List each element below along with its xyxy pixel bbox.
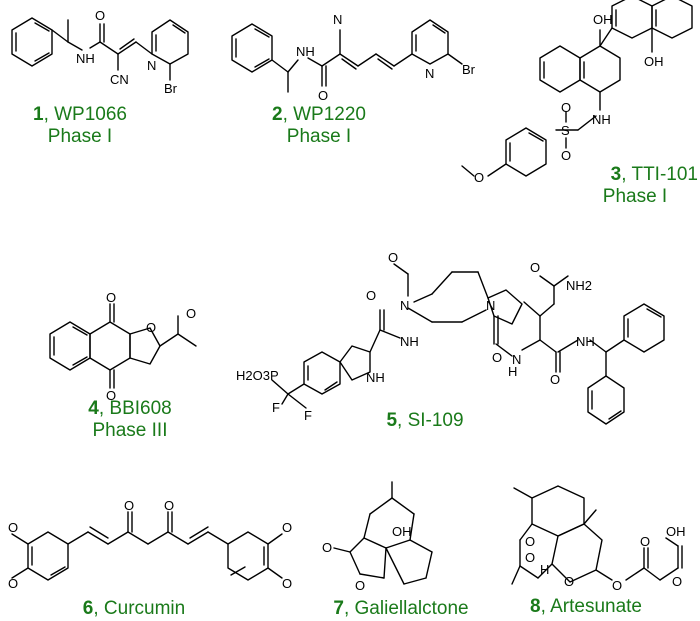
atom-h2o3p: H2O3P (236, 368, 279, 383)
compound-name: BBI608 (109, 398, 172, 419)
atom-o-methoxy: O (474, 170, 484, 185)
compound-number: 2 (271, 104, 283, 125)
caption-compound-8: 8, Artesunate (530, 596, 642, 617)
atom-cn: CN (110, 72, 129, 87)
compound-name: TTI-101 (631, 164, 698, 185)
atom-nh: NH (296, 44, 315, 59)
atom-o-lactone: O (355, 578, 365, 593)
structure-6-curcumin: O O O O O O (8, 498, 292, 591)
compound-phase: Phase I (602, 186, 668, 207)
structure-8-artesunate: O O O H O O O OH (511, 485, 686, 593)
atom-nh-benzhydryl: NH (576, 334, 595, 349)
atom-o-indole-carbonyl: O (366, 288, 376, 303)
caption-compound-1: 1, WP1066 Phase I (20, 104, 140, 148)
compound-number: 5 (386, 410, 398, 431)
atom-nh-amide: NH (400, 334, 419, 349)
caption-compound-7: 7, Galiellalctone (333, 598, 469, 619)
atom-o-top: O (106, 290, 116, 305)
atom-o-methoxy-1: O (8, 520, 18, 535)
atom-o-keto-1: O (124, 498, 134, 513)
compound-name: WP1066 (54, 104, 127, 125)
compound-name: Artesunate (550, 596, 642, 617)
structure-1-wp1066: O NH CN N Br (11, 8, 189, 96)
atom-h-gln: H (508, 364, 517, 379)
atom-oh-acid: OH (666, 524, 686, 539)
atom-nh-indole: NH (366, 370, 385, 385)
atom-h: H (540, 562, 549, 577)
atom-o-acetyl: O (186, 306, 196, 321)
atom-o: O (95, 8, 105, 23)
atom-o-furan: O (146, 320, 156, 335)
atom-o-methoxy-4: O (282, 576, 292, 591)
atom-n-diazepine: N (400, 298, 409, 313)
atom-oh: OH (392, 524, 412, 539)
compound-number: 4 (88, 398, 99, 419)
atom-s: S (561, 123, 570, 138)
atom-n-gln: N (512, 352, 521, 367)
atom-o-gln: O (550, 372, 560, 387)
compound-number: 7 (333, 598, 344, 619)
caption-compound-3: 3, TTI-101 Phase I (572, 164, 698, 208)
atom-o-methoxy-3: O (282, 520, 292, 535)
atom-oh-right: OH (644, 54, 664, 69)
compound-name: Curcumin (103, 598, 186, 619)
atom-o-peroxide-2: O (525, 550, 535, 565)
atom-o-amide: O (492, 350, 502, 365)
compound-number: 6 (82, 598, 94, 619)
atom-n: N (147, 58, 156, 73)
atom-f-1: F (272, 400, 280, 415)
atom-o-sulfonyl-1: O (561, 100, 571, 115)
atom-o-ester: O (612, 578, 622, 593)
atom-o-ester-carbonyl: O (640, 534, 650, 549)
atom-n-pyrrolidine: N (486, 298, 495, 313)
compound-phase: Phase I (47, 126, 113, 147)
atom-nh2: NH2 (566, 278, 592, 293)
atom-oh-top: OH (593, 12, 613, 27)
atom-n-nitrile: N (333, 12, 342, 27)
compound-number: 8 (530, 596, 541, 617)
compound-name: WP1220 (293, 104, 366, 125)
compound-number: 3 (610, 164, 622, 185)
atom-br: Br (462, 62, 476, 77)
atom-o-methoxy-2: O (8, 576, 18, 591)
atom-nh: NH (592, 112, 611, 127)
compound-name: SI-109 (407, 410, 464, 431)
structure-7-galiellalactone: O O OH (322, 481, 433, 593)
structure-3-tti101: OH OH NH S O O O (461, 0, 693, 185)
atom-br: Br (164, 81, 178, 96)
atom-o-acetyl: O (388, 250, 398, 265)
structure-2-wp1220: N NH O N Br (231, 12, 476, 103)
structure-5-si109: N O N O NH O N H O NH2 O NH NH H2O3P F F (236, 250, 665, 425)
atom-f-2: F (304, 408, 312, 423)
caption-compound-6: 6, Curcumin (82, 598, 186, 619)
atom-o-keto-2: O (164, 498, 174, 513)
structure-4-bbi608: O O O O (49, 290, 197, 403)
atom-o-bottom: O (106, 388, 116, 403)
compound-name: Galiellalctone (354, 598, 469, 619)
atom-o-acid: O (672, 574, 682, 589)
caption-compound-5: 5, SI-109 (386, 410, 464, 431)
atom-nh: NH (76, 51, 95, 66)
atom-o-ring: O (564, 574, 574, 589)
atom-o-carbonyl: O (322, 540, 332, 555)
compound-number: 1 (32, 104, 44, 125)
atom-n: N (425, 66, 434, 81)
caption-compound-4: 4, BBI608 Phase III (60, 398, 200, 442)
compound-phase: Phase I (286, 126, 352, 147)
compound-phase: Phase III (92, 420, 168, 441)
caption-compound-2: 2, WP1220 Phase I (254, 104, 384, 148)
atom-o: O (318, 88, 328, 103)
atom-o-side: O (530, 260, 540, 275)
atom-o-peroxide-1: O (525, 534, 535, 549)
atom-o-sulfonyl-2: O (561, 148, 571, 163)
